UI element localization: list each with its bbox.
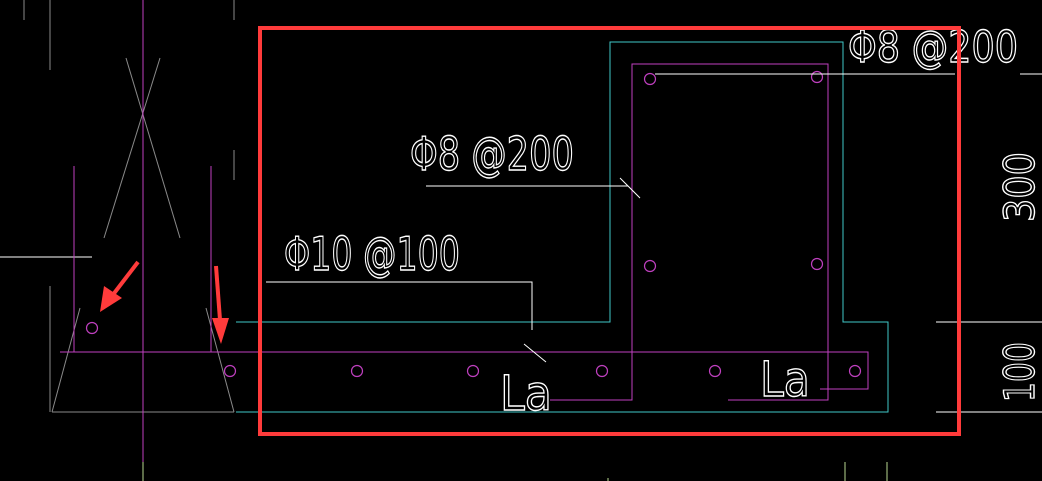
rebar-dot bbox=[223, 364, 237, 378]
arrow-down-left-icon bbox=[100, 260, 140, 312]
rebar-lines bbox=[60, 63, 869, 401]
rebar-dot bbox=[848, 364, 862, 378]
rebar-dot bbox=[643, 259, 657, 273]
left-column-rebar bbox=[73, 0, 212, 481]
axis-marks bbox=[142, 462, 888, 481]
rebar-dot bbox=[85, 321, 99, 335]
label-top-stirrup: Φ8 @200 bbox=[848, 22, 1018, 73]
label-dim-lower: 100 bbox=[995, 342, 1042, 402]
rebar-dot bbox=[595, 364, 609, 378]
label-mid-stirrup: Φ8 @200 bbox=[410, 127, 574, 181]
label-dim-upper: 300 bbox=[995, 152, 1042, 222]
concrete-outline bbox=[236, 41, 889, 413]
rebar-dot bbox=[643, 72, 657, 86]
rebar-dot bbox=[350, 364, 364, 378]
rebar-dot bbox=[708, 364, 722, 378]
label-anchor-left: La bbox=[500, 366, 552, 422]
leader-lines bbox=[266, 73, 955, 363]
rebar-dot bbox=[810, 70, 824, 84]
label-main-bar: Φ10 @100 bbox=[284, 227, 460, 281]
rebar-dot bbox=[466, 364, 480, 378]
highlight-box bbox=[258, 26, 961, 436]
arrow-down-icon bbox=[212, 265, 229, 344]
left-guide-lines bbox=[23, 0, 235, 180]
rebar-dot bbox=[810, 257, 824, 271]
label-anchor-right: La bbox=[760, 352, 810, 408]
rebar-bars bbox=[85, 70, 862, 378]
